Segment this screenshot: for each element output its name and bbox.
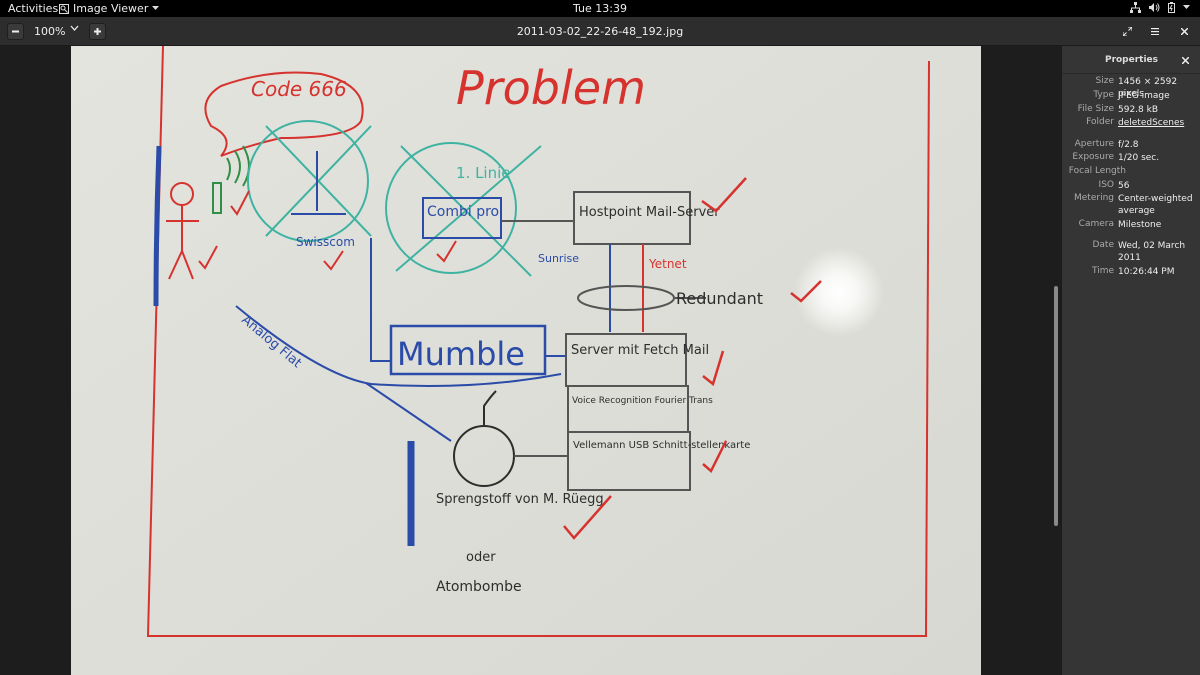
scrollbar[interactable] (1054, 286, 1058, 526)
window-title: 2011-03-02_22-26-48_192.jpg (516, 25, 684, 38)
close-icon[interactable] (1182, 57, 1189, 64)
system-tray[interactable] (1130, 2, 1190, 13)
folder-link[interactable]: deletedScenes (1118, 118, 1185, 128)
battery-icon (1168, 2, 1175, 13)
image-canvas[interactable]: Problem Code 666 Swisscom 1. Linie (0, 46, 1061, 675)
power-menu-icon (1183, 5, 1190, 9)
chevron-down-icon (152, 6, 160, 10)
bubble-text: Code 666 (251, 77, 347, 101)
chevron-down-icon[interactable] (70, 25, 79, 32)
label-voice: Voice Recognition Fourier Trans (572, 396, 713, 406)
label-combi: Combi pro (427, 204, 499, 220)
label-vellemann: Vellemann USB Schnitt-stellenkarte (573, 440, 750, 451)
label-oder: oder (466, 550, 496, 565)
properties-title: Properties (1104, 55, 1159, 65)
label-redundant: Redundant (676, 289, 763, 308)
label-server: Server mit Fetch Mail (571, 343, 709, 358)
whiteboard-drawing: Problem Code 666 Swisscom 1. Linie (71, 46, 981, 675)
properties-header: Properties (1062, 46, 1200, 74)
close-icon (1181, 28, 1188, 35)
app-menu-label: Image Viewer (73, 2, 149, 15)
header-bar: 100% 2011-03-02_22-26-48_192.jpg (0, 17, 1200, 46)
label-mumble: Mumble (397, 335, 525, 373)
label-sunrise: Sunrise (538, 252, 579, 265)
zoom-level[interactable]: 100% (34, 25, 66, 38)
fullscreen-button[interactable] (1119, 23, 1136, 40)
label-swisscom: Swisscom (296, 235, 355, 249)
image-viewer-icon (59, 3, 69, 14)
label-atom: Atombombe (436, 579, 522, 595)
menu-button[interactable] (1146, 23, 1163, 40)
board-title: Problem (456, 61, 646, 115)
zoom-in-button[interactable] (89, 23, 106, 40)
hamburger-icon (1150, 28, 1159, 35)
prop-focal-length: Focal Length (1068, 166, 1126, 176)
whiteboard-photo: Problem Code 666 Swisscom 1. Linie (71, 46, 981, 675)
minus-icon (12, 30, 19, 33)
volume-icon (1149, 3, 1160, 12)
top-bar: Activities Image Viewer Tue 13:39 (0, 0, 1200, 17)
fullscreen-icon (1123, 27, 1132, 36)
label-yetnet: Yetnet (648, 257, 687, 271)
network-icon (1130, 2, 1141, 13)
label-spreng: Sprengstoff von M. Rüegg (436, 492, 604, 507)
app-menu[interactable]: Image Viewer (59, 2, 160, 15)
label-linie: 1. Linie (456, 164, 511, 182)
zoom-out-button[interactable] (7, 23, 24, 40)
activities-button[interactable]: Activities (8, 2, 59, 15)
close-window-button[interactable] (1176, 23, 1193, 40)
plus-icon (94, 28, 101, 35)
label-hostpoint: Hostpoint Mail-Server (579, 205, 720, 220)
clock[interactable]: Tue 13:39 (573, 2, 627, 15)
